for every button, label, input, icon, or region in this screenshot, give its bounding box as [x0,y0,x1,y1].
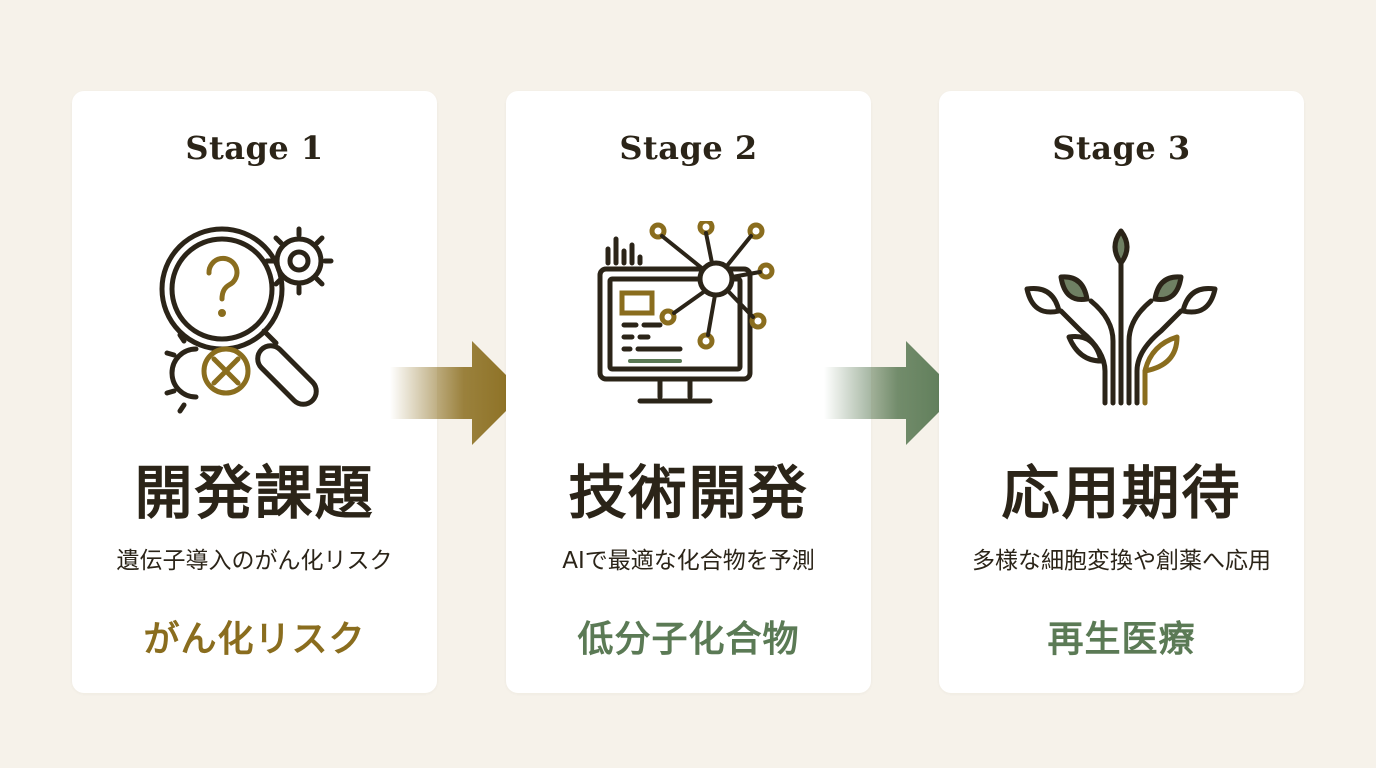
stage-label: Stage 3 [1052,129,1191,167]
computer-network-icon [588,221,788,421]
stage-description: 多様な細胞変換や創薬へ応用 [972,548,1271,574]
magnifier-gears-icon [154,221,354,421]
stage-title: 開発課題 [134,459,375,527]
stage-title: 応用期待 [1001,459,1242,527]
plant-sprout-icon [1021,221,1221,421]
stage-label: Stage 2 [619,129,758,167]
stage-keyword: がん化リスク [143,619,366,660]
stage-title: 技術開発 [568,459,809,527]
stage-keyword: 再生医療 [1047,619,1196,660]
stage-card-3: Stage 3 [939,91,1304,693]
stage-description: AIで最適な化合物を予測 [562,548,815,574]
stage-card-1: Stage 1 [72,91,437,693]
arrow-right-icon [390,341,524,445]
stage-keyword: 低分子化合物 [577,619,800,660]
stage-description: 遺伝子導入のがん化リスク [116,548,393,574]
stage-card-2: Stage 2 [506,91,871,693]
arrow-right-icon [824,341,958,445]
stage-label: Stage 1 [185,129,324,167]
